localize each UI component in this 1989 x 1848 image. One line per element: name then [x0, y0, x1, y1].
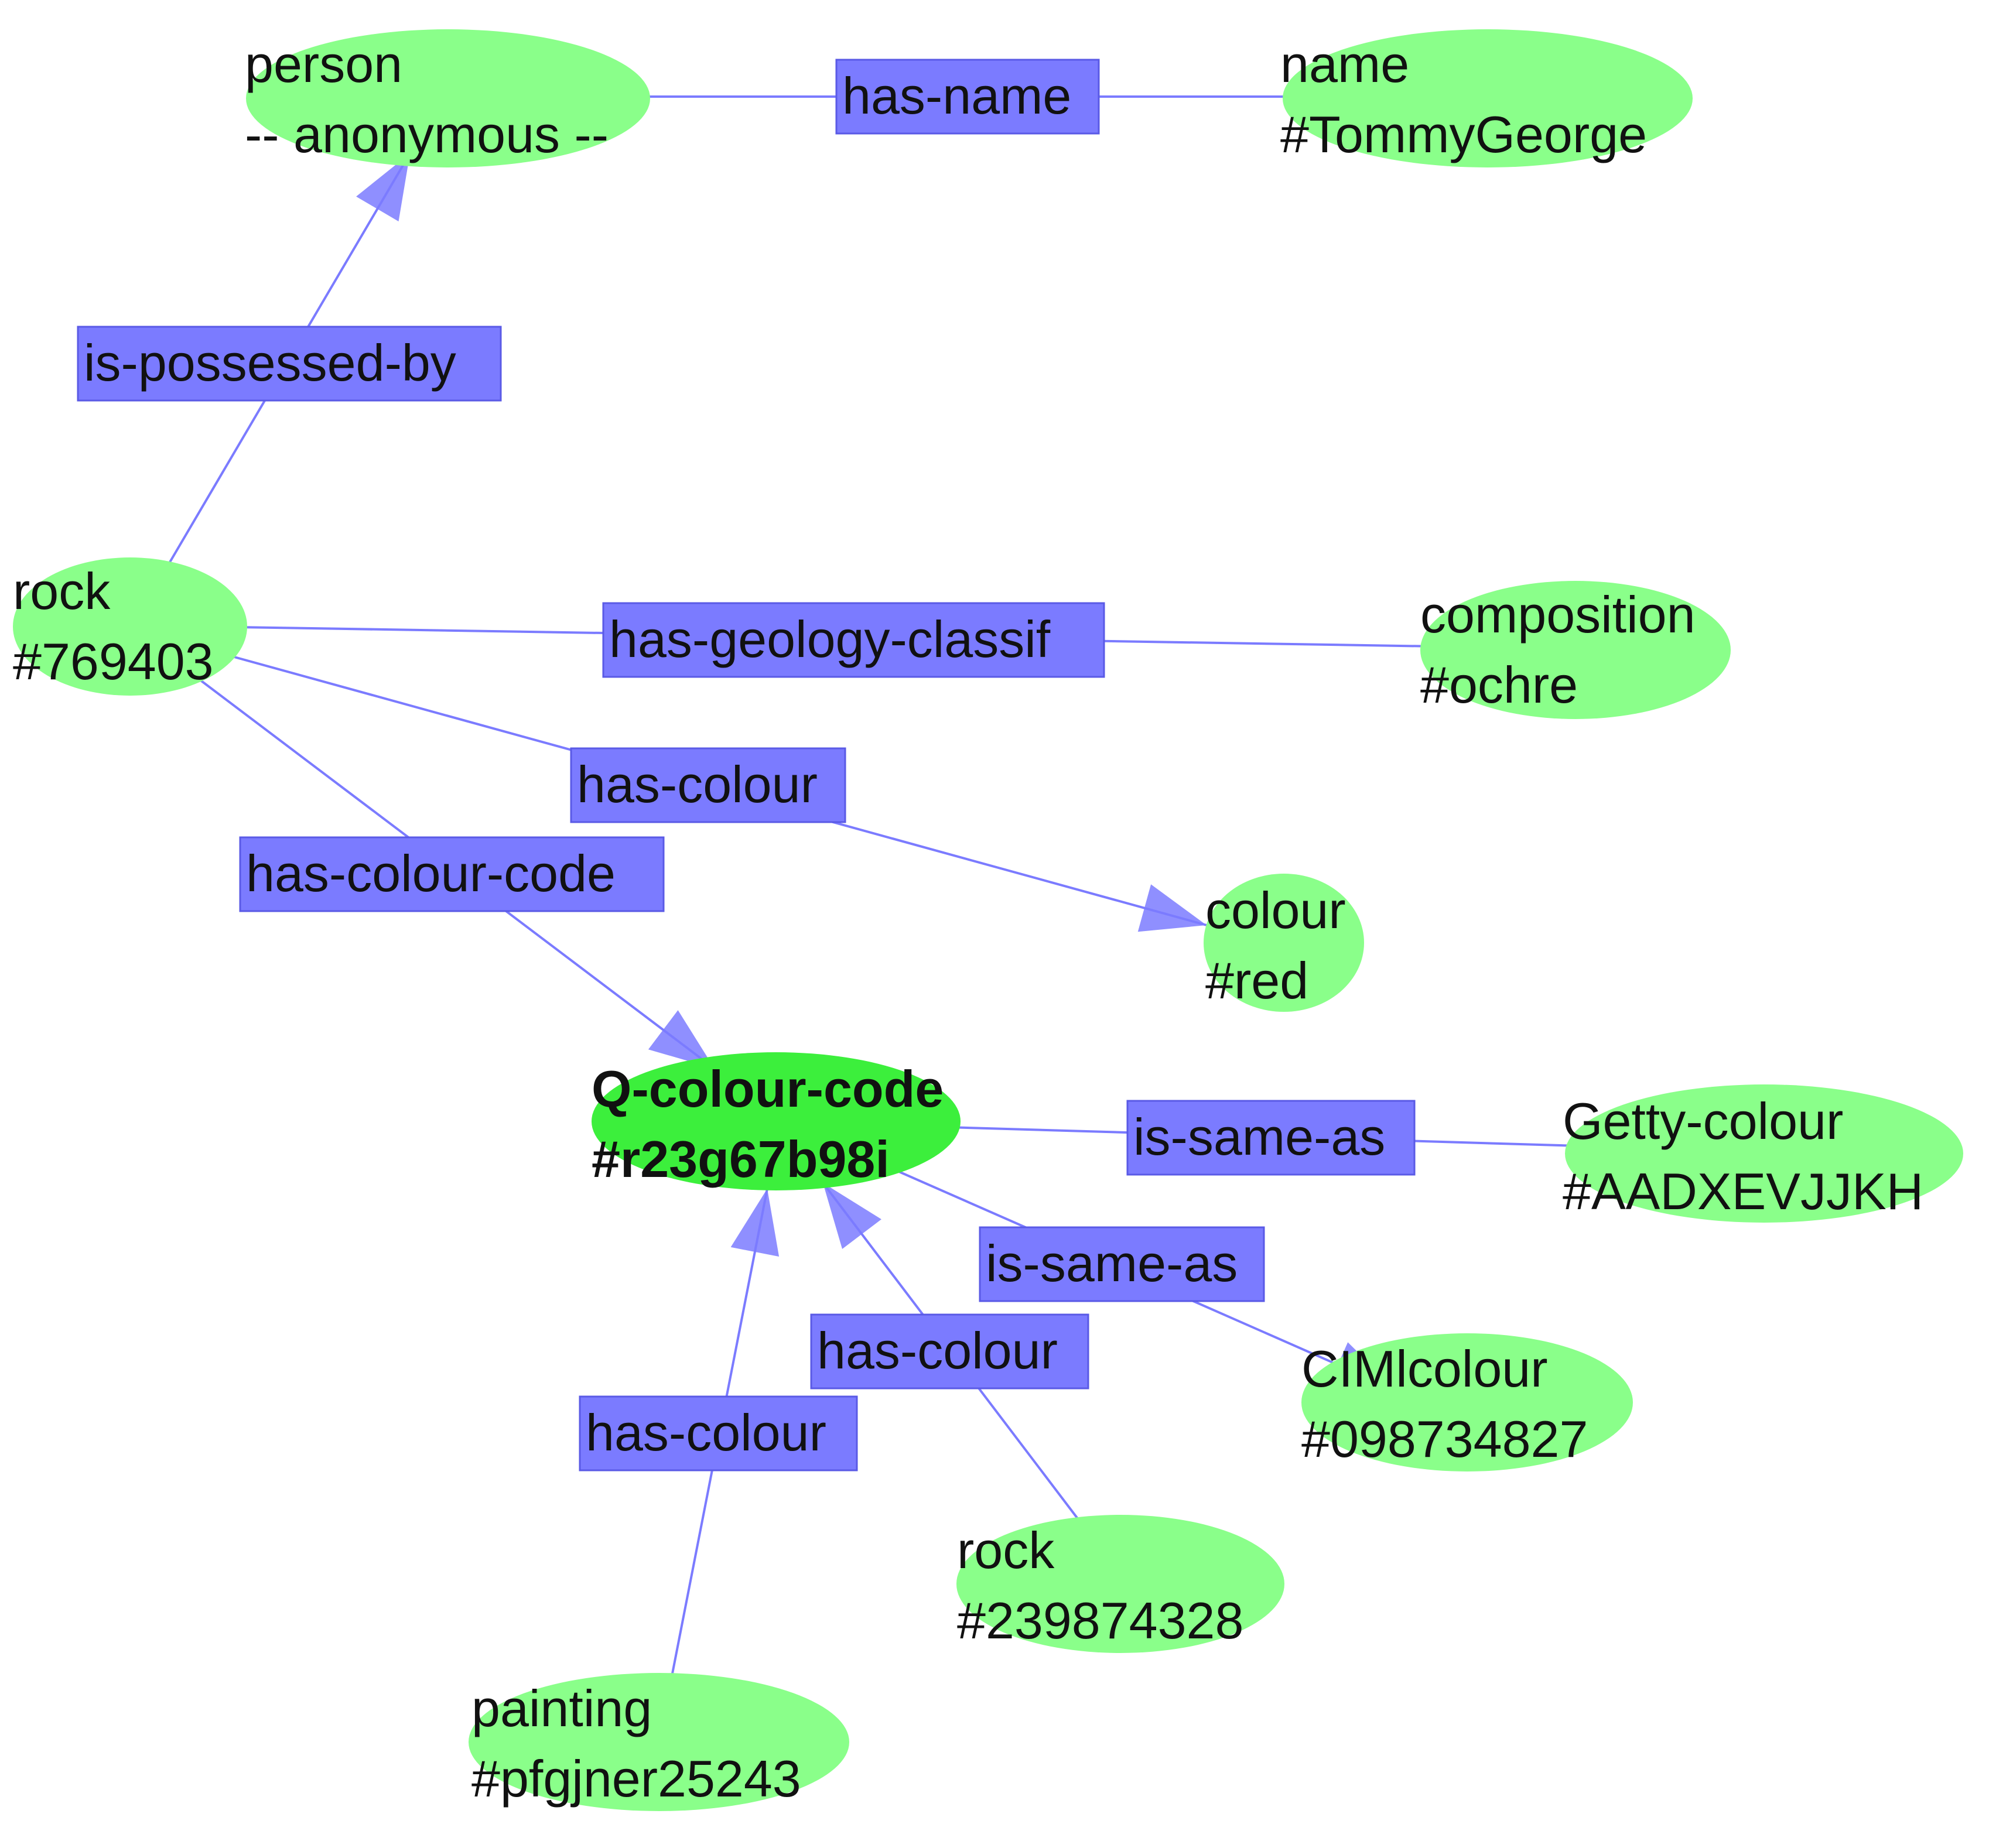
- node-getty[interactable]: Getty-colour #AADXEVJJKH: [1563, 1084, 1963, 1223]
- node-ellipse: [13, 557, 247, 696]
- edge-label-text: is-possessed-by: [84, 334, 456, 392]
- arrowhead: [823, 1183, 881, 1250]
- edge-label-box: [579, 1395, 858, 1471]
- edge-label-box: [979, 1226, 1265, 1302]
- edge-label-text: has-colour: [586, 1404, 826, 1462]
- arrowhead: [648, 1010, 715, 1069]
- arrowhead: [730, 1189, 780, 1257]
- node-type-label: rock: [957, 1521, 1055, 1579]
- node-type-label: painting: [471, 1679, 652, 1737]
- edge-label-box: [602, 602, 1105, 678]
- node-ellipse: [1283, 29, 1693, 167]
- node-qcode[interactable]: Q-colour-code #r23g67b98i: [592, 1052, 961, 1190]
- node-type-label: Q-colour-code: [592, 1060, 944, 1118]
- node-ellipse: [1565, 1084, 1963, 1223]
- edge-label-text: has-colour-code: [246, 844, 616, 902]
- edge-label-has-geology-classif[interactable]: has-geology-classif: [602, 602, 1105, 678]
- node-value-label: #098734827: [1301, 1410, 1588, 1468]
- node-rock2[interactable]: rock #239874328: [956, 1515, 1284, 1653]
- node-colour[interactable]: colour #red: [1204, 874, 1364, 1012]
- edge-label-text: has-name: [842, 67, 1071, 125]
- node-ciml[interactable]: CIMlcolour #098734827: [1301, 1333, 1633, 1471]
- edge-label-box: [810, 1313, 1089, 1390]
- edge-label-is-possessed-by[interactable]: is-possessed-by: [77, 326, 502, 402]
- edge-label-is-same-as[interactable]: is-same-as: [1126, 1100, 1416, 1176]
- arrowhead: [1137, 884, 1207, 932]
- edge-label-box: [239, 836, 665, 912]
- node-ellipse: [1301, 1333, 1633, 1471]
- edge-label-box: [77, 326, 502, 402]
- edge-label-has-colour[interactable]: has-colour: [570, 747, 846, 823]
- node-person[interactable]: person -- anonymous --: [245, 29, 650, 167]
- node-ellipse: [1204, 874, 1364, 1012]
- node-type-label: colour: [1205, 881, 1346, 939]
- edge-label-text: is-same-as: [986, 1234, 1238, 1292]
- node-painting[interactable]: painting #pfgjner25243: [469, 1673, 849, 1811]
- edge-label-box: [570, 747, 846, 823]
- edge-label-has-colour[interactable]: has-colour: [810, 1313, 1089, 1390]
- node-type-label: person: [245, 35, 402, 93]
- node-value-label: #AADXEVJJKH: [1563, 1162, 1923, 1220]
- node-type-label: Getty-colour: [1563, 1092, 1843, 1150]
- edge-label-has-colour[interactable]: has-colour: [579, 1395, 858, 1471]
- edge-label-box: [835, 59, 1100, 135]
- node-value-label: #TommyGeorge: [1280, 105, 1647, 163]
- node-value-label: #ochre: [1420, 656, 1578, 714]
- node-name[interactable]: name #TommyGeorge: [1280, 29, 1693, 167]
- edge-label-is-same-as[interactable]: is-same-as: [979, 1226, 1265, 1302]
- edge-label-text: has-geology-classif: [609, 610, 1051, 668]
- node-type-label: rock: [13, 562, 111, 620]
- node-value-label: #239874328: [957, 1592, 1243, 1649]
- node-ellipse: [592, 1052, 961, 1190]
- node-value-label: #r23g67b98i: [592, 1130, 890, 1188]
- node-ellipse: [469, 1673, 849, 1811]
- node-ellipse: [1420, 581, 1731, 719]
- edge-label-text: is-same-as: [1133, 1108, 1385, 1166]
- node-rock1[interactable]: rock #769403: [13, 557, 247, 696]
- node-value-label: -- anonymous --: [245, 105, 609, 163]
- edge-label-has-name[interactable]: has-name: [835, 59, 1100, 135]
- node-type-label: composition: [1420, 586, 1696, 644]
- arrowhead: [356, 153, 410, 222]
- node-ellipse: [956, 1515, 1284, 1653]
- node-value-label: #red: [1205, 952, 1308, 1009]
- node-composition[interactable]: composition #ochre: [1420, 581, 1731, 719]
- edge-label-text: has-colour: [577, 755, 818, 813]
- node-type-label: name: [1280, 35, 1409, 93]
- nodes-layer: person -- anonymous -- name #TommyGeorge roc…: [13, 29, 1963, 1811]
- edge-label-box: [1126, 1100, 1416, 1176]
- node-value-label: #769403: [13, 632, 214, 690]
- node-value-label: #pfgjner25243: [471, 1750, 801, 1808]
- edge-label-has-colour-code[interactable]: has-colour-code: [239, 836, 665, 912]
- edge-label-text: has-colour: [817, 1322, 1058, 1380]
- node-ellipse: [246, 29, 650, 167]
- node-type-label: CIMlcolour: [1301, 1340, 1548, 1398]
- edge-labels-layer: has-name is-possessed-by has-geology-class…: [77, 59, 1416, 1471]
